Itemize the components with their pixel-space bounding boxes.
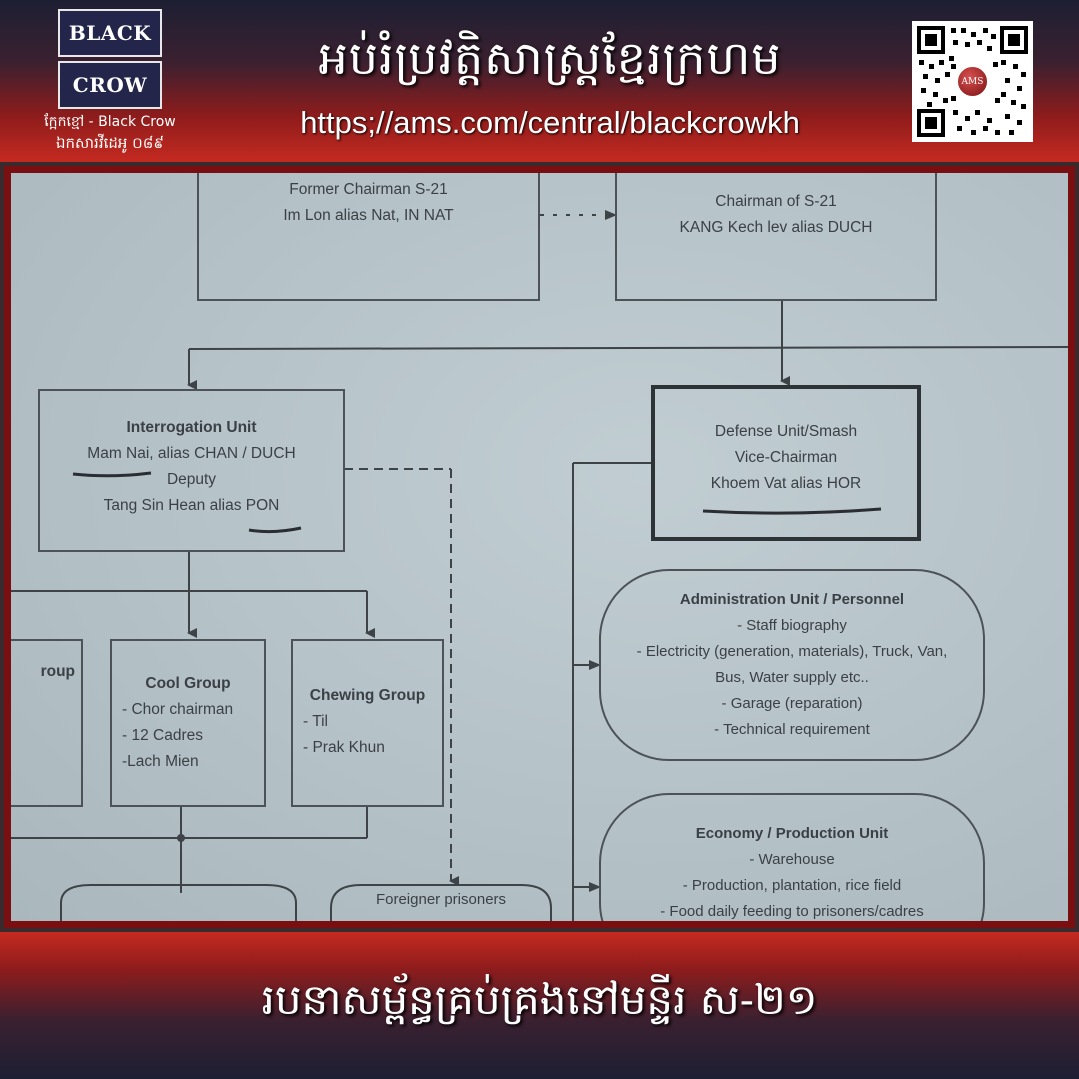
chairman-title: Chairman of S-21	[715, 193, 837, 210]
economy-unit-title: Economy / Production Unit	[695, 825, 889, 842]
logo-doc-number: ឯកសារវីដេអូ ០៨៩	[55, 134, 165, 152]
ams-badge-icon: AMS	[956, 65, 989, 98]
interrogation-unit-box: Interrogation Unit Mam Nai, alias CHAN /…	[38, 389, 345, 552]
qr-code[interactable]: AMS	[912, 21, 1033, 142]
site-url[interactable]: https;//ams.com/central/blackcrowkh	[300, 105, 800, 140]
defense-unit-name: Khoem Vat alias HOR	[710, 475, 862, 492]
qr-code-pattern	[917, 26, 1028, 137]
economy-unit-item: - Production, plantation, rice field	[682, 877, 902, 894]
interrogation-unit-deputy: Tang Sin Hean alias PON	[40, 493, 343, 519]
left-group-box-cropped: roup	[11, 639, 83, 807]
chief-name: Mam Nai	[87, 445, 150, 462]
administration-unit-title: Administration Unit / Personnel	[679, 591, 905, 608]
defense-unit-box: Defense Unit/Smash Vice-Chairman Khoem V…	[651, 385, 921, 541]
former-chairman-name: Im Lon alias Nat, IN NAT	[283, 207, 454, 224]
defense-unit-title: Defense Unit/Smash	[714, 423, 858, 440]
administration-unit-item: - Staff biography	[737, 617, 847, 634]
administration-unit-item: - Garage (reparation)	[721, 695, 863, 712]
administration-unit-item: - Technical requirement	[714, 721, 870, 738]
cool-group-item: - 12 Cadres	[122, 727, 203, 744]
chewing-group-title: Chewing Group	[309, 687, 426, 704]
chewing-group-box: Chewing Group - Til - Prak Khun	[291, 639, 444, 807]
former-chairman-title: Former Chairman S-21	[289, 181, 448, 198]
chairman-box: Chairman of S-21 KANG Kech lev alias DUC…	[615, 173, 937, 301]
chairman-name: KANG Kech lev alias DUCH	[679, 219, 873, 236]
deputy-alias: PON	[245, 497, 280, 514]
interrogation-unit-chief: Mam Nai, alias CHAN / DUCH	[40, 441, 343, 467]
left-group-title: roup	[40, 663, 75, 680]
site-title: អប់រំប្រវត្តិសាស្ត្រខ្មែរក្រហម	[318, 31, 782, 85]
economy-unit-box: Economy / Production Unit - Warehouse - …	[599, 793, 985, 921]
economy-unit-item: - Warehouse	[749, 851, 835, 868]
chewing-group-item: - Prak Khun	[303, 739, 385, 756]
cool-group-title: Cool Group	[145, 675, 231, 692]
org-chart-document: Former Chairman S-21 Im Lon alias Nat, I…	[4, 166, 1075, 928]
administration-unit-item: Bus, Water supply etc..	[715, 669, 869, 686]
chief-alias: , alias CHAN / DUCH	[149, 445, 296, 462]
header-banner: BLACK CROW ក្អែកខ្មៅ - Black Crow ឯកសារវ…	[0, 0, 1079, 162]
logo-crow: CROW	[58, 61, 162, 109]
footer-banner	[0, 932, 1079, 1079]
cool-group-item: -Lach Mien	[122, 753, 199, 770]
former-chairman-box: Former Chairman S-21 Im Lon alias Nat, I…	[197, 173, 540, 301]
defense-unit-role: Vice-Chairman	[734, 449, 838, 466]
footer-caption: របនាសម្ព័ន្ធគ្រប់គ្រងនៅមន្ទីរ ស-២១	[261, 975, 818, 1024]
interrogation-unit-deputy-label: Deputy	[166, 471, 217, 488]
logo-caption: ក្អែកខ្មៅ - Black Crow	[44, 114, 176, 130]
cool-group-item: - Chor chairman	[122, 701, 234, 718]
interrogation-unit-title: Interrogation Unit	[126, 419, 257, 436]
deputy-name: Tang Sin Hean alias	[103, 497, 246, 514]
cool-group-box: Cool Group - Chor chairman - 12 Cadres -…	[110, 639, 266, 807]
economy-unit-item: - Food daily feeding to prisoners/cadres	[660, 903, 924, 920]
connector-lines	[11, 210, 1068, 921]
chewing-group-item: - Til	[303, 713, 328, 730]
administration-unit-item: - Electricity (generation, materials), T…	[636, 643, 948, 660]
logo-black: BLACK	[58, 9, 162, 57]
administration-unit-box: Administration Unit / Personnel - Staff …	[599, 569, 985, 761]
foreigner-prisoners-label: Foreigner prisoners	[375, 891, 507, 908]
